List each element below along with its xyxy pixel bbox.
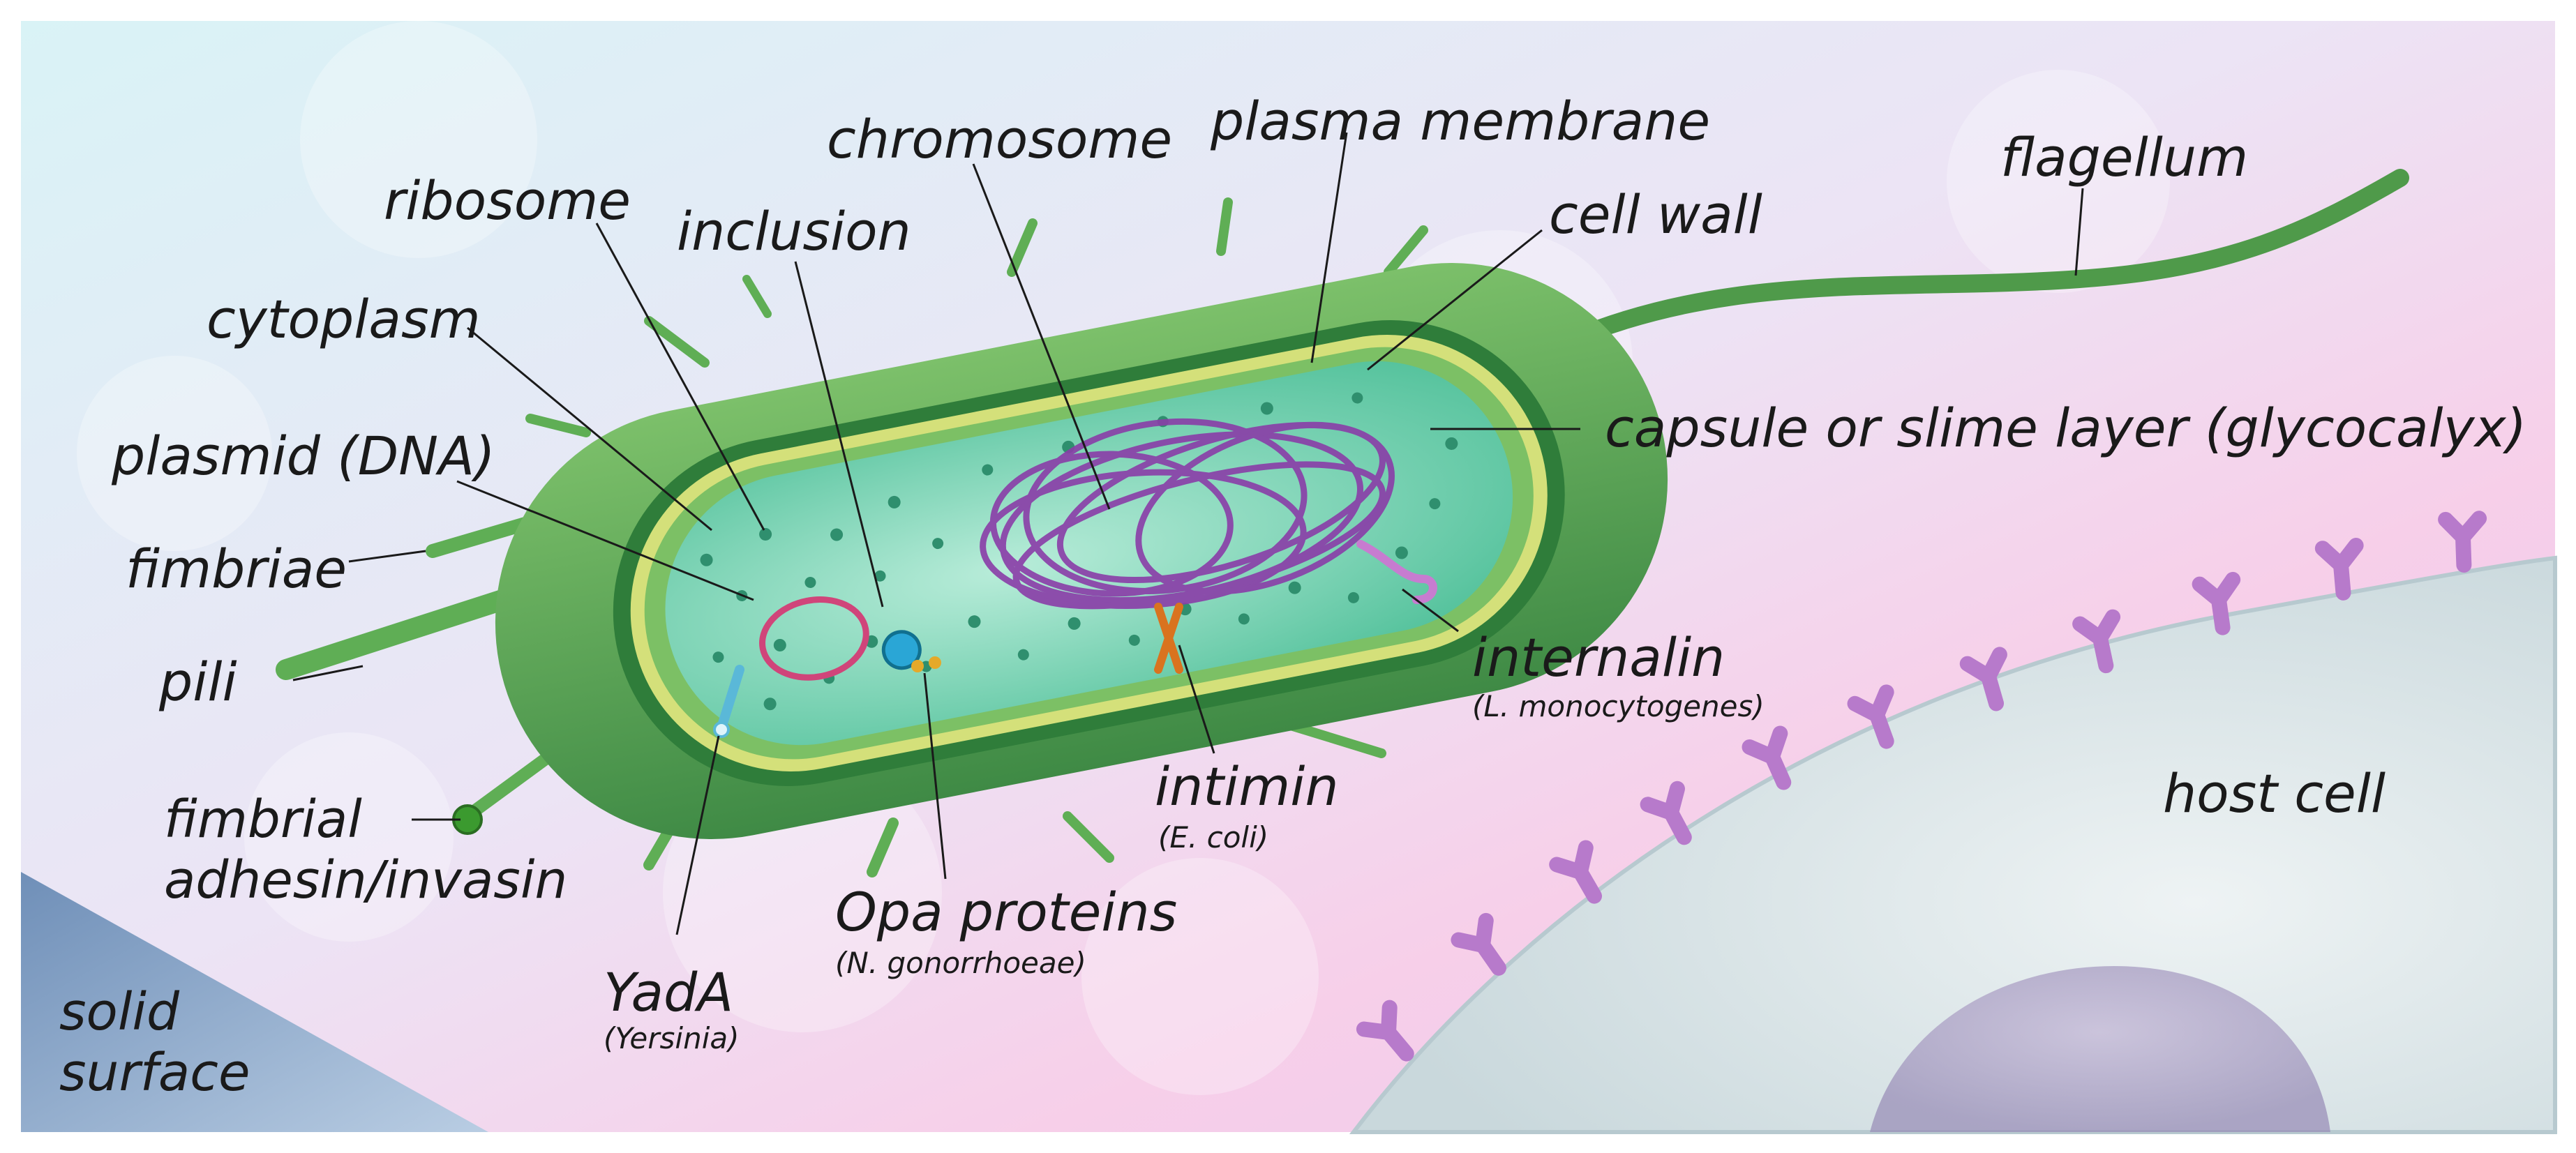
label-internalin: internalin [1472, 626, 1725, 688]
label-cell-wall: cell wall [1549, 183, 1762, 246]
label-pili: pili [159, 651, 237, 713]
label-solid-line2: surface [59, 1042, 250, 1103]
label-solid-surface: solid surface [59, 982, 250, 1103]
host-nucleus [1870, 966, 2330, 1132]
label-plasma-membrane: plasma membrane [1211, 90, 1711, 152]
label-flagellum: flagellum [2000, 126, 2249, 188]
plasmid [759, 596, 869, 681]
label-inclusion: inclusion [677, 200, 911, 262]
label-ribosome: ribosome [384, 169, 631, 232]
label-host-cell: host cell [2163, 762, 2386, 824]
label-fimbriae: fimbriae [126, 538, 347, 600]
label-solid-line1: solid [59, 982, 179, 1042]
chromosome [980, 418, 1395, 610]
label-yada-species: (Yersinia) [604, 1021, 740, 1055]
label-opa-species: (N. gonorrhoeae) [835, 946, 1086, 980]
label-intimin-species: (E. coli) [1158, 820, 1269, 854]
label-fimbrial-line1: fimbrial [164, 790, 362, 850]
leader-lines [292, 132, 2084, 935]
label-internalin-species: (L. monocytogenes) [1472, 689, 1765, 723]
label-plasmid: plasmid (DNA) [112, 425, 495, 487]
label-fimbrial-adhesin: fimbrial adhesin/invasin [164, 790, 567, 910]
label-capsule: capsule or slime layer (glycocalyx) [1605, 397, 2527, 459]
label-yada: YadA [604, 961, 734, 1023]
label-cytoplasm: cytoplasm [207, 288, 481, 350]
flagellum [1512, 169, 2409, 372]
host-receptors [1356, 511, 2487, 1062]
label-intimin: intimin [1155, 755, 1339, 817]
label-opa-proteins: Opa proteins [835, 881, 1178, 943]
label-chromosome: chromosome [827, 108, 1173, 170]
surface-proteins [713, 540, 1437, 738]
solid-surface [21, 872, 488, 1132]
inclusion [881, 630, 922, 670]
bacterium [495, 262, 1668, 840]
label-fimbrial-line2: adhesin/invasin [164, 850, 568, 910]
